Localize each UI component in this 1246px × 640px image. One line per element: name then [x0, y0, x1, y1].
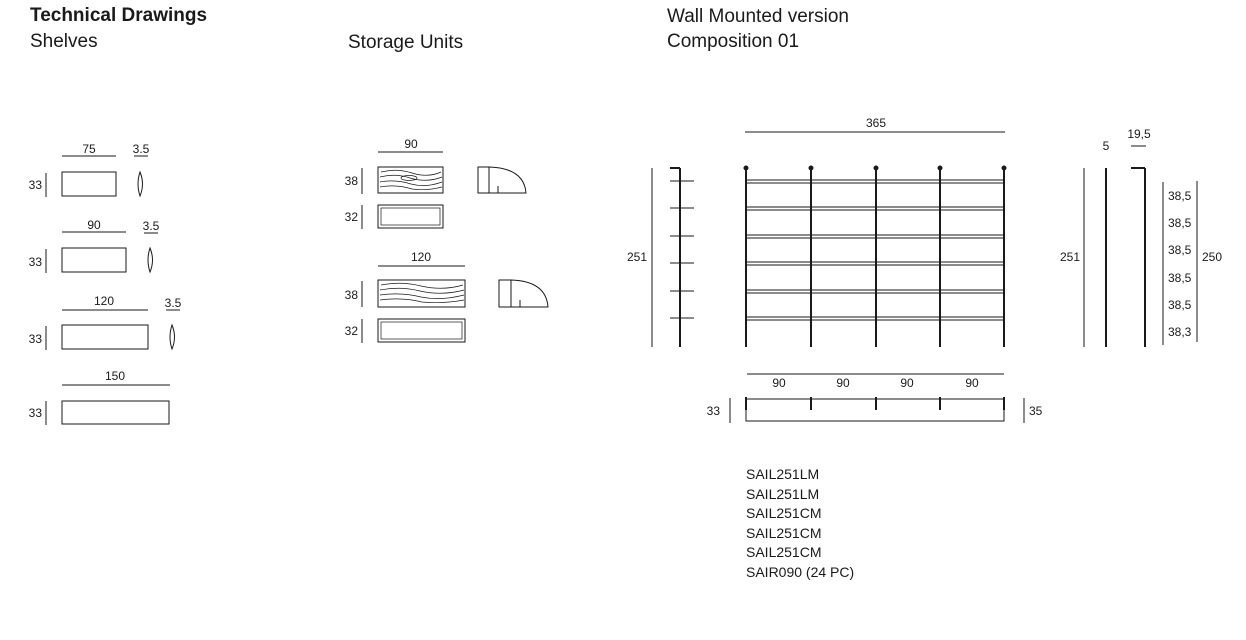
storage-unit-inner-frame [380, 321, 463, 340]
shelf-board [745, 234, 1005, 239]
shelf-depth-label: 3.5 [165, 296, 182, 310]
spacing-label: 38,5 [1168, 189, 1192, 203]
plan-depth-left-label: 33 [707, 404, 721, 418]
rail-depth-label: 5 [1103, 139, 1110, 153]
shelf-drawing-90: 90 3.5 33 [29, 218, 160, 274]
storage-unit-side-view [477, 166, 490, 194]
rail-cap [1001, 165, 1007, 171]
storage-unit-drawing-90: 90 38 32 [345, 137, 527, 229]
shelf-board [745, 289, 1005, 294]
shelf-height-label: 33 [29, 255, 43, 269]
product-code-list: SAIL251LM SAIL251LM SAIL251CM SAIL251CM … [746, 465, 854, 582]
rail-cap [743, 165, 749, 171]
section-title-shelves: Shelves [30, 31, 98, 52]
composition-side-view: 251 [627, 167, 694, 347]
spacing-label: 38,3 [1168, 325, 1192, 339]
plan-depth-right-label: 35 [1029, 404, 1043, 418]
wood-grain [379, 174, 443, 181]
rail-cap [808, 165, 814, 171]
storage-open-height-label: 38 [345, 174, 359, 188]
bracket-depth-label: 19,5 [1127, 127, 1151, 141]
product-code: SAIL251CM [746, 544, 822, 560]
shelf-board [745, 179, 1005, 184]
shelf-width-label: 150 [105, 369, 125, 383]
shelf-side-profile [169, 323, 175, 351]
wood-grain [379, 287, 465, 294]
title-technical-drawings: Technical Drawings [30, 5, 208, 26]
spacing-label: 38,5 [1168, 243, 1192, 257]
rail-cap [873, 165, 879, 171]
bay-width-label: 90 [965, 376, 979, 390]
storage-open-height-label: 38 [345, 288, 359, 302]
shelf-depth-label: 3.5 [143, 219, 160, 233]
shelf-width-label: 90 [87, 218, 101, 232]
wood-grain [379, 185, 443, 191]
product-code: SAIL251CM [746, 505, 822, 521]
rail-cap [937, 165, 943, 171]
shelf-front-view [61, 247, 127, 273]
rail-height-label: 251 [1060, 250, 1080, 264]
section-title-wall-mounted: Wall Mounted version [667, 6, 849, 27]
section-subtitle-composition: Composition 01 [667, 31, 800, 52]
composition-plan-view: 90 90 90 90 33 35 [707, 373, 1043, 423]
spacing-label: 38,5 [1168, 216, 1192, 230]
shelf-width-label: 120 [94, 294, 114, 308]
storage-unit-door-swing [488, 166, 527, 194]
wood-grain [379, 180, 443, 186]
wood-grain [379, 298, 465, 304]
storage-unit-frame-front [377, 318, 466, 343]
wood-grain [380, 169, 442, 176]
shelf-width-label: 75 [82, 142, 96, 156]
shelf-height-label: 33 [29, 178, 43, 192]
product-code: SAIR090 (24 PC) [746, 563, 855, 580]
side-height-label: 251 [627, 250, 647, 264]
shelf-drawing-120: 120 3.5 33 [29, 294, 182, 351]
storage-closed-height-label: 32 [345, 210, 359, 224]
overall-width-label: 365 [866, 116, 886, 130]
shelf-front-view [61, 400, 170, 425]
storage-unit-wood-front [377, 166, 444, 194]
product-code: SAIL251LM [746, 466, 820, 482]
storage-unit-frame-front [377, 204, 444, 229]
shelf-board [745, 316, 1005, 321]
composition-front-view: 365 [743, 116, 1007, 347]
storage-closed-height-label: 32 [345, 324, 359, 338]
shelf-side-profile [147, 246, 153, 274]
product-code: SAIL251LM [746, 485, 820, 502]
spacing-label: 38,5 [1168, 298, 1192, 312]
wood-knot [400, 175, 418, 181]
shelf-depth-label: 3.5 [133, 142, 150, 156]
storage-width-label: 120 [411, 250, 431, 264]
storage-unit-drawing-120: 120 38 32 [345, 250, 549, 343]
shelf-board [745, 206, 1005, 211]
shelf-side-profile [137, 170, 143, 198]
shelf-drawing-75: 75 3.5 33 [29, 142, 150, 198]
shelf-height-label: 33 [29, 332, 43, 346]
shelf-height-label: 33 [29, 406, 43, 420]
bay-width-label: 90 [836, 376, 850, 390]
shelf-board [745, 261, 1005, 266]
wood-grain [379, 293, 465, 299]
product-code: SAIL251CM [746, 524, 822, 541]
spacing-label: 38,5 [1168, 271, 1192, 285]
storage-unit-door-swing [510, 279, 549, 308]
shelf-front-view [61, 324, 149, 350]
storage-unit-wood-front [377, 279, 466, 308]
bay-width-label: 90 [772, 376, 786, 390]
storage-width-label: 90 [404, 137, 418, 151]
section-title-storage-units: Storage Units [348, 32, 464, 53]
composition-rail-detail: 5 19,5 251 250 38,5 38,5 38,5 38,5 38,5 … [1060, 127, 1222, 347]
wood-grain [380, 282, 464, 289]
total-height-label: 250 [1202, 250, 1222, 264]
bay-width-label: 90 [900, 376, 914, 390]
storage-unit-side-view [498, 279, 512, 308]
shelf-drawing-150: 150 33 [29, 369, 170, 425]
storage-unit-inner-frame [380, 207, 441, 226]
shelf-front-view [61, 171, 117, 197]
